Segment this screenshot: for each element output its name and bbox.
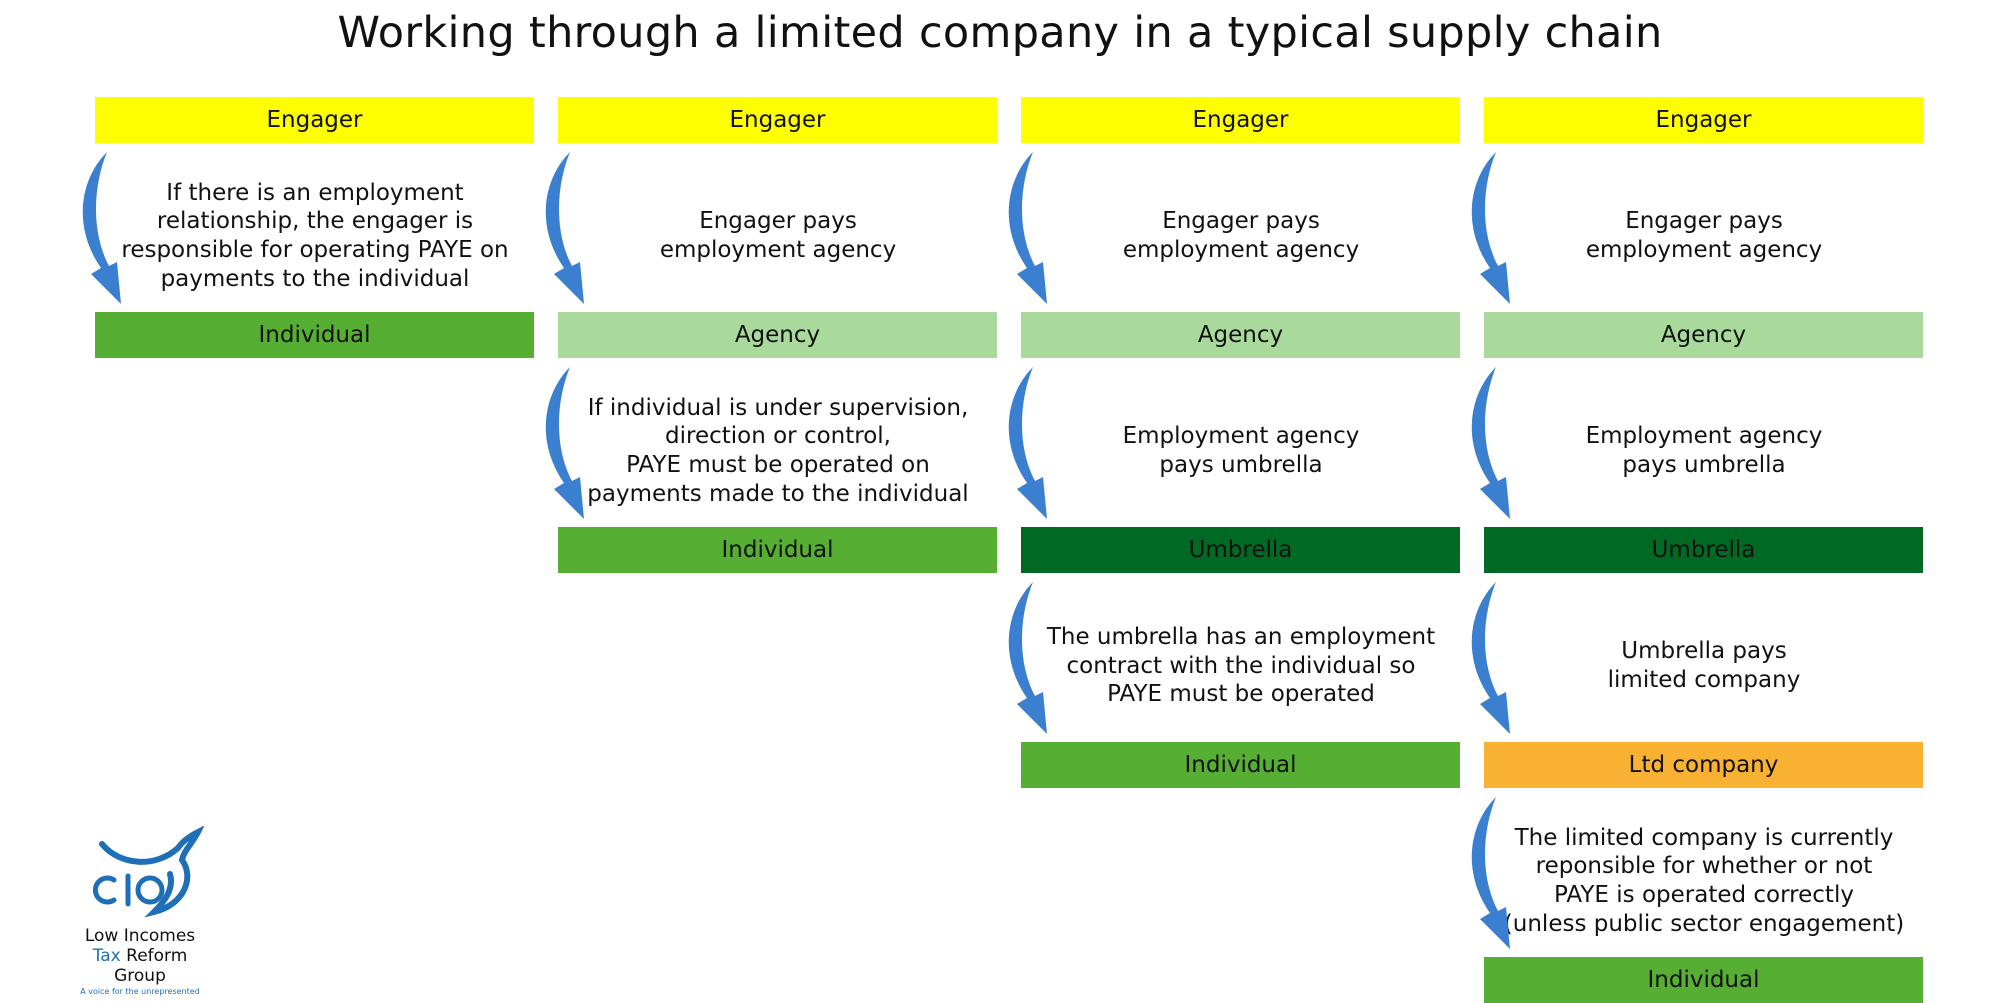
step-description: If there is an employment relationship, … — [121, 179, 509, 292]
curved-arrow-icon — [997, 365, 1053, 525]
curved-arrow-icon — [997, 580, 1053, 740]
curved-arrow-icon — [1460, 365, 1516, 525]
box-individual: Individual — [1484, 957, 1923, 1003]
box-engager: Engager — [1484, 97, 1923, 143]
box-individual: Individual — [1021, 742, 1460, 788]
step-description: The umbrella has an employment contract … — [1046, 623, 1436, 708]
box-umbrella: Umbrella — [1484, 527, 1923, 573]
box-ltd-company: Ltd company — [1484, 742, 1923, 788]
logo-tagline: A voice for the unrepresented — [80, 987, 200, 996]
litrg-logo: Low Incomes Tax Reform Group A voice for… — [70, 825, 210, 996]
box-agency: Agency — [1021, 312, 1460, 358]
step-description: Employment agency pays umbrella — [1585, 423, 1823, 478]
step-description: If individual is under supervision, dire… — [587, 394, 969, 507]
step-description: Employment agency pays umbrella — [1122, 423, 1360, 478]
curved-arrow-icon — [71, 150, 127, 310]
curved-arrow-icon — [1460, 795, 1516, 955]
logo-line1: Low Incomes — [84, 926, 196, 946]
logo-line2-highlight: Tax — [92, 946, 121, 966]
box-individual: Individual — [558, 527, 997, 573]
box-umbrella: Umbrella — [1021, 527, 1460, 573]
step-description: Umbrella pays limited company — [1607, 638, 1801, 693]
logo-line3: Group — [114, 966, 166, 986]
curved-arrow-icon — [997, 150, 1053, 310]
step-description: Engager pays employment agency — [1585, 208, 1823, 263]
box-engager: Engager — [558, 97, 997, 143]
box-individual: Individual — [95, 312, 534, 358]
cio-owl-icon — [92, 825, 205, 918]
step-description: Engager pays employment agency — [659, 208, 897, 263]
box-engager: Engager — [95, 97, 534, 143]
step-description: Engager pays employment agency — [1122, 208, 1360, 263]
curved-arrow-icon — [1460, 150, 1516, 310]
curved-arrow-icon — [534, 150, 590, 310]
box-engager: Engager — [1021, 97, 1460, 143]
curved-arrow-icon — [1460, 580, 1516, 740]
box-agency: Agency — [558, 312, 997, 358]
logo-line2-rest: Reform — [120, 946, 188, 966]
logo-line2: Tax Reform — [70, 946, 210, 966]
page-title: Working through a limited company in a t… — [337, 8, 1663, 58]
step-description: The limited company is currently reponsi… — [1503, 824, 1905, 937]
box-agency: Agency — [1484, 312, 1923, 358]
curved-arrow-icon — [534, 365, 590, 525]
